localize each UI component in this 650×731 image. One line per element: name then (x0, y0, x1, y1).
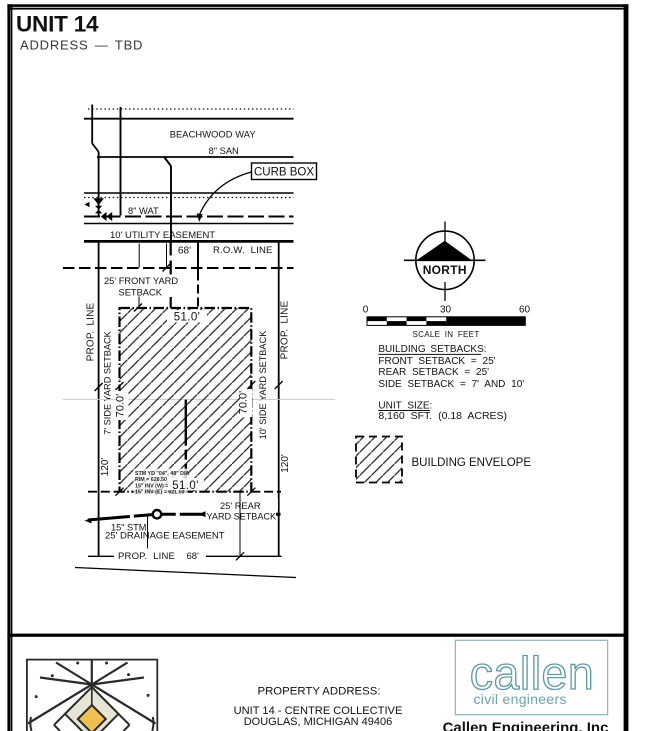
svg-text:SCALE IN FEET: SCALE IN FEET (412, 330, 479, 339)
svg-text:FRONT SETBACK = 25': FRONT SETBACK = 25' (378, 356, 495, 367)
svg-text:68': 68' (178, 246, 191, 257)
svg-text:60: 60 (519, 305, 531, 316)
svg-text:PROPERTY ADDRESS:: PROPERTY ADDRESS: (257, 686, 380, 698)
svg-text:15" STM: 15" STM (111, 522, 146, 532)
svg-text:Callen Engineering, Inc: Callen Engineering, Inc (443, 720, 609, 731)
svg-text:PROP. LINE: PROP. LINE (86, 302, 97, 361)
svg-text:civil engineers: civil engineers (474, 691, 567, 707)
svg-text:REAR SETBACK = 25': REAR SETBACK = 25' (378, 367, 489, 378)
svg-text:ADDRESS — TBD: ADDRESS — TBD (20, 38, 143, 53)
svg-text:68': 68' (187, 551, 200, 562)
svg-text:51.0': 51.0' (172, 480, 199, 492)
svg-text:BUILDING ENVELOPE: BUILDING ENVELOPE (412, 457, 532, 469)
svg-text:R.O.W. LINE: R.O.W. LINE (213, 245, 273, 256)
svg-text:BEACHWOOD WAY: BEACHWOOD WAY (170, 130, 256, 140)
svg-text:PROP. LINE: PROP. LINE (118, 551, 175, 562)
svg-text:51.0': 51.0' (174, 312, 201, 324)
svg-text:70.0': 70.0' (115, 394, 127, 418)
svg-text:DOUGLAS, MICHIGAN 49406: DOUGLAS, MICHIGAN 49406 (244, 716, 393, 728)
svg-text:120': 120' (100, 458, 111, 477)
svg-text:RIM = 626.50: RIM = 626.50 (135, 477, 167, 483)
svg-text:25' DRAINAGE EASEMENT: 25' DRAINAGE EASEMENT (105, 530, 225, 541)
svg-text:STM YD "04", 48" DIA: STM YD "04", 48" DIA (135, 471, 189, 477)
svg-text:30: 30 (440, 305, 452, 316)
svg-text:8" WAT: 8" WAT (128, 206, 159, 216)
svg-text:8,160 SFT. (0.18 ACRES): 8,160 SFT. (0.18 ACRES) (378, 410, 507, 422)
svg-text:10' SIDE YARD SETBACK: 10' SIDE YARD SETBACK (258, 330, 268, 440)
svg-text:NORTH: NORTH (423, 263, 467, 277)
svg-text:7' SIDE YARD SETBACK: 7' SIDE YARD SETBACK (103, 330, 113, 434)
svg-text:UNIT 14: UNIT 14 (16, 12, 99, 37)
svg-text:15" INV (W) = 621.50: 15" INV (W) = 621.50 (135, 483, 186, 489)
svg-text:120': 120' (280, 454, 291, 473)
svg-text:YARD SETBACK: YARD SETBACK (207, 512, 277, 522)
svg-text:25' FRONT YARD: 25' FRONT YARD (104, 276, 178, 286)
svg-text:15" INV (E) = 621.50: 15" INV (E) = 621.50 (135, 490, 185, 496)
svg-text:0: 0 (363, 305, 369, 316)
svg-text:UNIT 14 - CENTRE COLLECTIVE: UNIT 14 - CENTRE COLLECTIVE (234, 705, 403, 717)
svg-text:PROP. LINE: PROP. LINE (280, 300, 291, 359)
svg-text:70.0': 70.0' (238, 391, 250, 415)
svg-text:callen: callen (470, 647, 595, 699)
svg-text:SIDE SETBACK = 7' AND 10': SIDE SETBACK = 7' AND 10' (378, 379, 524, 390)
svg-text:CURB BOX: CURB BOX (254, 166, 314, 178)
svg-text:BUILDING SETBACKS:: BUILDING SETBACKS: (378, 344, 486, 355)
svg-text:8" SAN: 8" SAN (209, 146, 239, 156)
svg-text:10' UTILITY EASEMENT: 10' UTILITY EASEMENT (110, 230, 215, 241)
svg-text:UNIT SIZE:: UNIT SIZE: (378, 400, 432, 411)
svg-text:SETBACK: SETBACK (119, 288, 163, 298)
